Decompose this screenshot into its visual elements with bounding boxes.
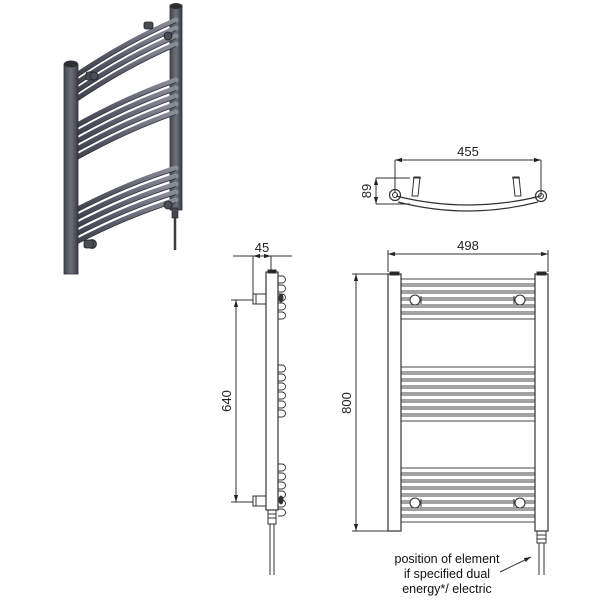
note-line-3: energy*/ electric	[402, 582, 492, 596]
front-height-label: 800	[339, 392, 354, 414]
element-position-note: position of element if specified dual en…	[395, 552, 500, 596]
top-depth-label: 89	[359, 184, 374, 198]
front-view	[352, 250, 549, 575]
top-width-label: 455	[457, 144, 479, 159]
pipe-centres-label: 640	[219, 390, 234, 412]
front-width-label: 498	[457, 238, 479, 253]
side-view	[231, 253, 292, 575]
side-depth-label: 45	[255, 240, 269, 255]
note-line-2: if specified dual	[404, 567, 490, 581]
top-view	[373, 157, 548, 212]
towel-rail-3d-render	[63, 3, 183, 275]
note-line-1: position of element	[395, 552, 500, 566]
